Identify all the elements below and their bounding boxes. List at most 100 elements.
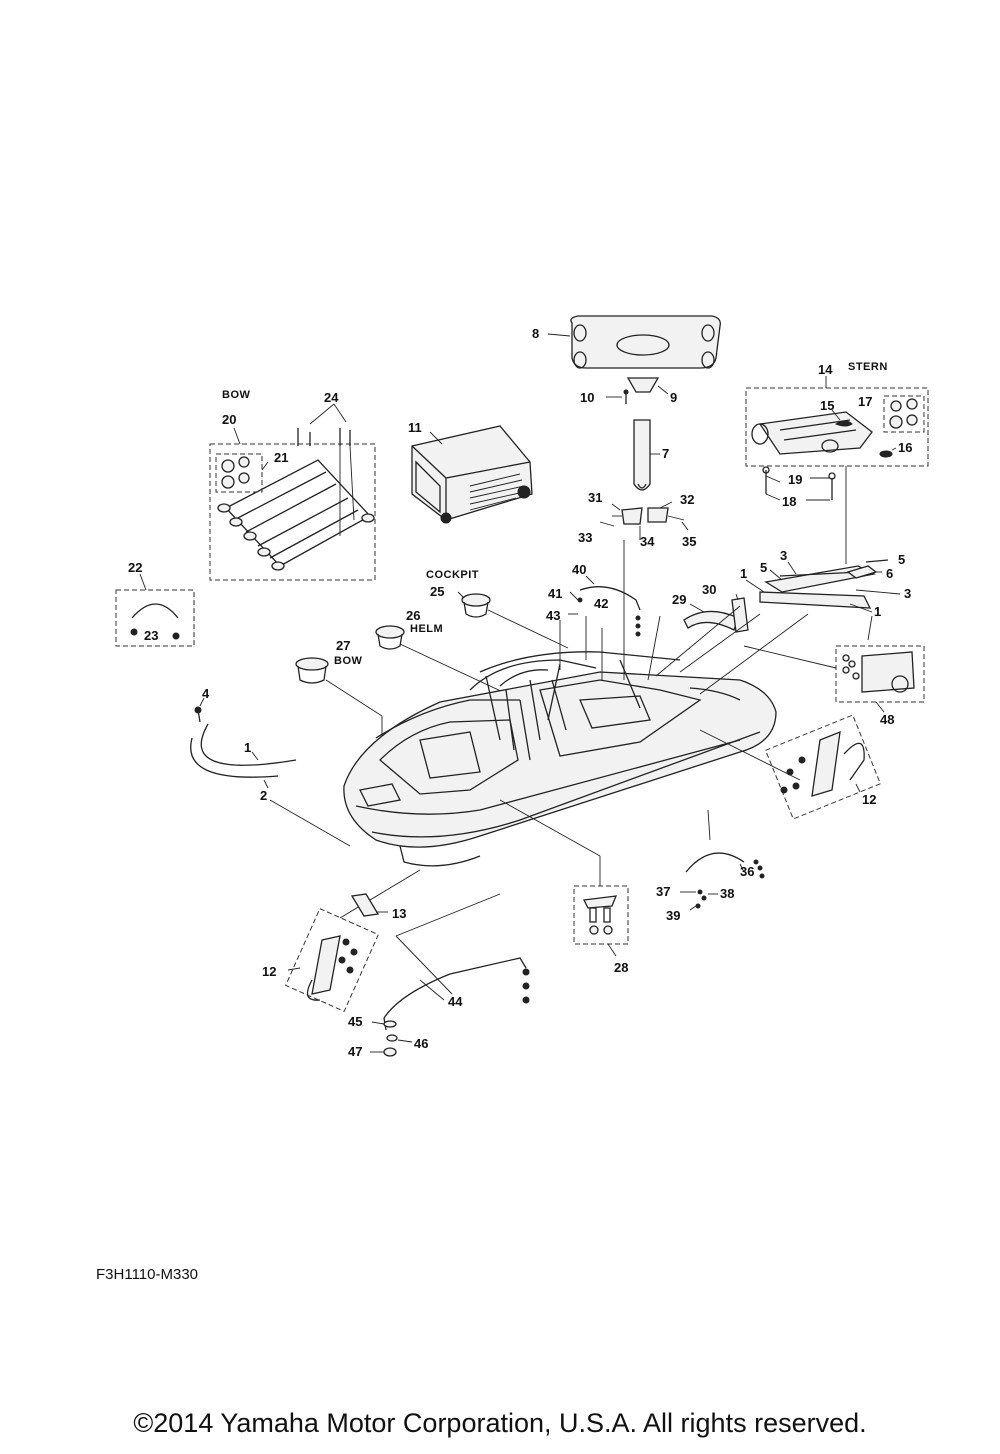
part-36-handrail [685,852,765,879]
copyright-notice: ©2014 Yamaha Motor Corporation, U.S.A. A… [133,1408,867,1438]
callout-11: 11 [408,420,422,435]
callout-3: 3 [780,548,787,563]
part-31-bracket [612,507,685,525]
part-48-bracket [842,651,915,693]
callout-17: 17 [858,394,872,409]
part-30-bracket [731,597,749,633]
callout-15: 15 [820,398,834,413]
grab-handle-box [115,589,195,647]
callout-23: 23 [144,628,158,643]
callout-19: 19 [788,472,802,487]
part-12-stern-eye [780,730,865,797]
callout-16: 16 [898,440,912,455]
callout-8: 8 [532,326,539,341]
callout-32: 32 [680,492,694,507]
callout-39: 39 [666,908,680,923]
callout-48: 48 [880,712,894,727]
caption-bow-ladder: BOW [222,389,251,401]
caption-helm: HELM [410,623,443,635]
part-12-bow-box [285,907,379,1013]
callout-38: 38 [720,886,734,901]
callout-44: 44 [448,994,463,1009]
callout-7: 7 [662,446,669,461]
caption-bow: BOW [334,655,363,667]
callout-24: 24 [324,390,339,405]
callout-30: 30 [702,582,716,597]
part-1-2-bow-trim [190,723,297,778]
callout-47: 47 [348,1044,362,1059]
part-17-bumpers [883,395,925,433]
callout-41: 41 [548,586,562,601]
part-15-stern-ladder [751,411,873,455]
callout-35: 35 [682,534,696,549]
part-40-handrail [577,586,641,637]
part-12-stern-box [764,714,882,820]
callout-4: 4 [202,686,210,701]
part-20-bow-ladder [217,459,375,571]
callout-1: 1 [740,566,747,581]
part-29-handle [683,610,739,631]
callout-31: 31 [588,490,602,505]
callout-13: 13 [392,906,406,921]
bow-ladder-box [209,443,376,581]
callout-40: 40 [572,562,586,577]
part-12-bow-eye [306,935,358,1001]
callout-9: 9 [670,390,677,405]
part-21-ladder-bumpers [215,453,269,493]
part-37-39-hardware [680,889,718,911]
part-28-box [573,885,629,945]
part-13-clip [350,893,380,917]
callout-22: 22 [128,560,142,575]
part-11-cooler [411,425,533,524]
callout-18: 18 [782,494,796,509]
callout-45: 45 [348,1014,362,1029]
callout-5: 5 [760,560,767,575]
part-24-screws [297,403,355,536]
part-9-pedestal-base [626,377,660,393]
part-10-screw [623,389,629,404]
part-25-cup-holder-cockpit [461,593,491,618]
callout-1: 1 [244,740,251,755]
part-4-screw [194,706,202,723]
part-8-cushion [570,315,721,369]
callout-5: 5 [898,552,905,567]
part-3-stern-rail [759,565,876,609]
caption-stern: STERN [848,361,888,373]
part-28-cleat [583,895,618,935]
part-45-47-hardware [383,1020,398,1057]
callout-26: 26 [406,608,420,623]
part-44-bow-rail [383,957,530,1031]
callout-33: 33 [578,530,592,545]
part-18-19-bolts [762,466,836,501]
part-26-cup-holder-helm [375,625,405,650]
callout-43: 43 [546,608,560,623]
callout-37: 37 [656,884,670,899]
callout-46: 46 [414,1036,428,1051]
part-27-cup-holder-bow [295,657,329,684]
callout-42: 42 [594,596,608,611]
callout-28: 28 [614,960,628,975]
callout-29: 29 [672,592,686,607]
callout-36: 36 [740,864,754,879]
section-captions: BOW STERN COCKPIT HELM BOW [222,361,888,667]
callout-21: 21 [274,450,288,465]
boat-hull [343,651,777,867]
callout-12: 12 [262,964,276,979]
part-22-grab-handle [130,603,180,640]
drawing-code: F3H1110-M330 [96,1266,198,1283]
caption-cockpit: COCKPIT [426,569,479,581]
callout-6: 6 [886,566,893,581]
windshield-tower [469,659,597,751]
callout-labels: 1 1 1 2 3 3 4 5 5 6 7 8 9 10 11 12 12 13… [128,326,912,1059]
part-48-box [835,645,925,703]
callout-14: 14 [818,362,833,377]
callout-27: 27 [336,638,350,653]
callout-1: 1 [874,604,881,619]
part-7-pedestal-post [633,419,651,491]
callout-25: 25 [430,584,444,599]
callout-10: 10 [580,390,594,405]
callout-3: 3 [904,586,911,601]
stern-ladder-box [745,387,929,467]
callout-12: 12 [862,792,876,807]
